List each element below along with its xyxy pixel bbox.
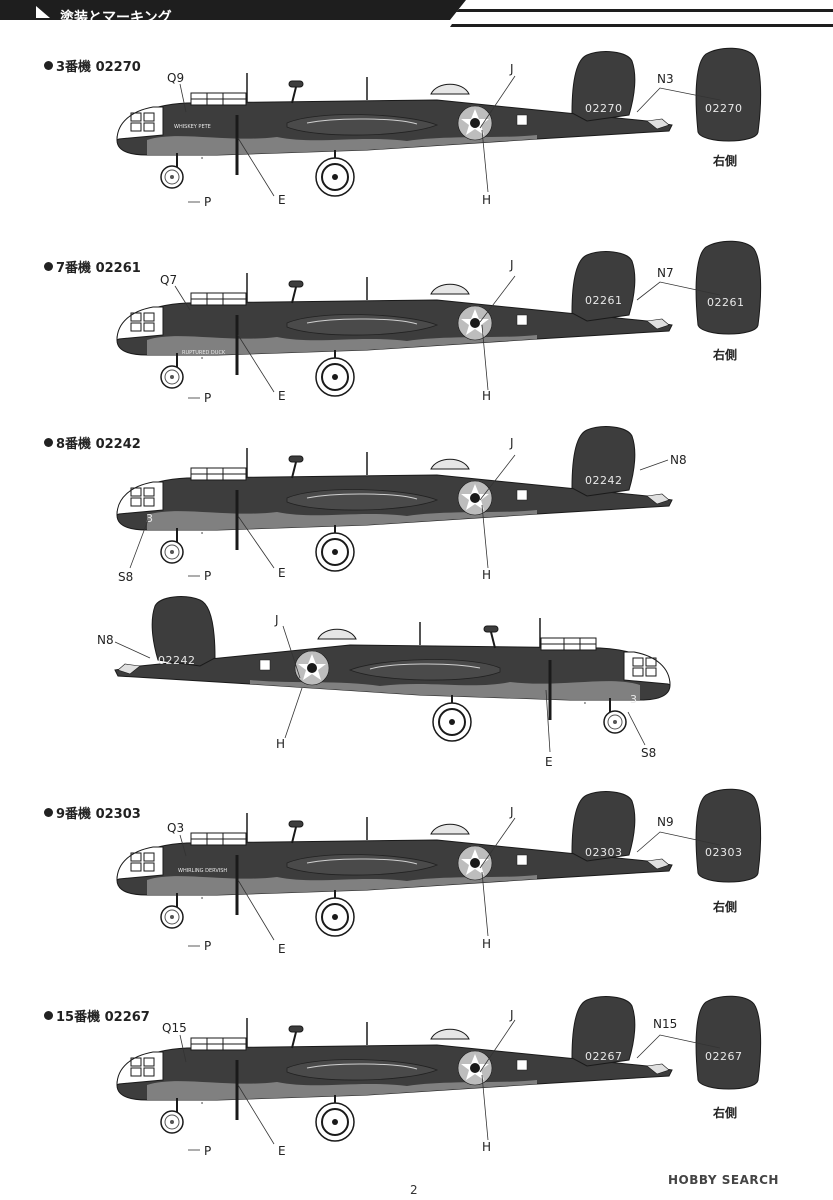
h-callout-5: H xyxy=(482,1140,492,1154)
tail-serial-5: 02267 xyxy=(585,1050,623,1063)
nose-callout-3b: S8 xyxy=(641,746,657,760)
entry-label-4: 9番機 02303 xyxy=(44,803,141,822)
nose-callout-4: Q3 xyxy=(167,821,185,835)
j-callout-4: J xyxy=(510,805,514,819)
side-note-1: 右側 xyxy=(713,154,738,168)
tail-serial-3: 02242 xyxy=(585,474,623,487)
e-callout-4: E xyxy=(278,942,286,956)
nose-callout-1: Q9 xyxy=(167,71,185,85)
nose-art-2: RUPTURED DUCK xyxy=(182,350,226,356)
j-callout-3b: J xyxy=(275,613,279,627)
bullet-icon xyxy=(44,438,53,447)
j-callout-3: J xyxy=(510,436,514,450)
tail-callout-5: N15 xyxy=(653,1017,678,1031)
side-tail-serial-5: 02267 xyxy=(705,1050,743,1063)
p-callout-5: P xyxy=(204,1144,212,1158)
tail-callout-4: N9 xyxy=(657,815,674,829)
side-tail-serial-4: 02303 xyxy=(705,846,743,859)
e-callout-2: E xyxy=(278,389,286,403)
tail-callout-1: N3 xyxy=(657,72,674,86)
header-bar xyxy=(0,0,833,27)
entry-label-2: 7番機 02261 xyxy=(44,257,141,276)
side-note-2: 右側 xyxy=(713,348,738,362)
watermark: HOBBY SEARCH xyxy=(668,1173,779,1187)
side-tail-serial-1: 02270 xyxy=(705,102,743,115)
tail-callout-3b: N8 xyxy=(97,633,114,647)
tail-callout-2: N7 xyxy=(657,266,674,280)
e-callout-5: E xyxy=(278,1144,286,1158)
h-callout-3: H xyxy=(482,568,492,582)
tail-serial-2: 02261 xyxy=(585,294,623,307)
tail-serial-1: 02270 xyxy=(585,102,623,115)
bullet-icon xyxy=(44,262,53,271)
bullet-icon xyxy=(44,1011,53,1020)
page-title: 塗装とマーキング xyxy=(60,10,172,26)
triangle-icon xyxy=(36,6,50,18)
entry-label-1: 3番機 02270 xyxy=(44,56,141,75)
tail-callout-3: N8 xyxy=(670,453,687,467)
e-callout-3b: E xyxy=(545,755,553,769)
e-callout-3: E xyxy=(278,566,286,580)
nose-number-3b: 3 xyxy=(630,693,638,706)
p-callout-4: P xyxy=(204,939,212,953)
h-callout-2: H xyxy=(482,389,492,403)
entry-label-5: 15番機 02267 xyxy=(44,1006,150,1025)
p-callout-2: P xyxy=(204,391,212,405)
j-callout-2: J xyxy=(510,258,514,272)
side-note-5: 右側 xyxy=(713,1106,738,1120)
e-callout-1: E xyxy=(278,193,286,207)
bullet-icon xyxy=(44,808,53,817)
nose-number-3: 3 xyxy=(146,512,154,525)
h-callout-1: H xyxy=(482,193,492,207)
entry-label-3: 8番機 02242 xyxy=(44,433,141,452)
side-tail-serial-2: 02261 xyxy=(707,296,745,309)
nose-art-4: WHIRLING DERVISH xyxy=(178,868,227,874)
page-number: 2 xyxy=(410,1183,418,1197)
bullet-icon xyxy=(44,61,53,70)
h-callout-3b: H xyxy=(276,737,286,751)
j-callout-5: J xyxy=(510,1008,514,1022)
nose-callout-5: Q15 xyxy=(162,1021,187,1035)
j-callout-1: J xyxy=(510,62,514,76)
p-callout-1: P xyxy=(204,195,212,209)
tail-serial-3b: 02242 xyxy=(158,654,196,667)
nose-callout-3: S8 xyxy=(118,570,134,584)
h-callout-4: H xyxy=(482,937,492,951)
tail-serial-4: 02303 xyxy=(585,846,623,859)
p-callout-3: P xyxy=(204,569,212,583)
nose-callout-2: Q7 xyxy=(160,273,178,287)
nose-art-1: WHISKEY PETE xyxy=(174,124,211,130)
side-note-4: 右側 xyxy=(713,900,738,914)
